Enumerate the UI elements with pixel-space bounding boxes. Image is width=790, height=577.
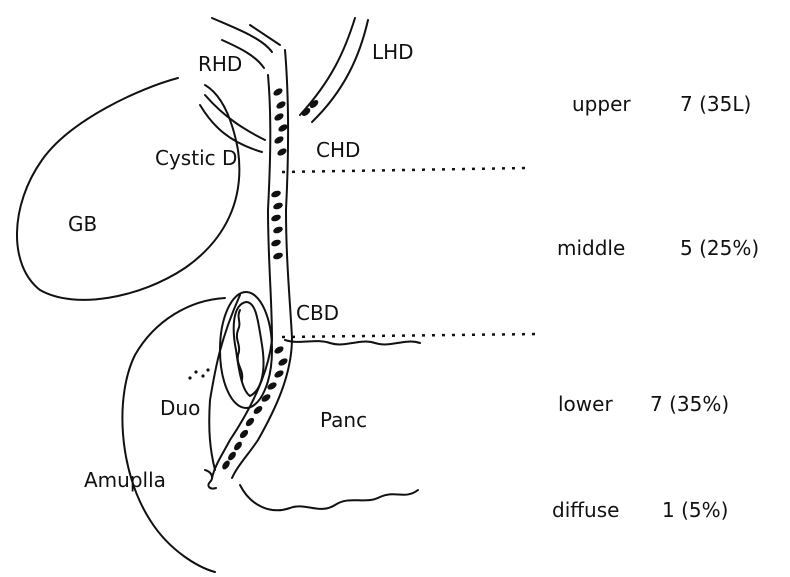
cystic-duct-label: Cystic D: [155, 148, 237, 168]
lesion-mark: [276, 147, 288, 157]
lesion-mark: [275, 100, 287, 110]
lhd-label: LHD: [372, 42, 414, 62]
lesion-mark: [221, 459, 232, 471]
duo-label: Duo: [160, 398, 200, 418]
ampulla-label: Amuplla: [84, 470, 166, 490]
lesion-mark: [226, 450, 237, 462]
lesion-mark: [244, 416, 255, 427]
speckle-mark: [188, 376, 191, 379]
lesion-mark: [270, 213, 281, 222]
diffuse-location-name: diffuse: [552, 500, 619, 520]
lesion-mark: [272, 87, 284, 97]
lower-location-value: 7 (35%): [650, 394, 729, 414]
left-hepatic-duct-inner: [312, 20, 368, 122]
lower-location-name: lower: [558, 394, 613, 414]
lesion-mark: [232, 440, 243, 452]
middle-location-name: middle: [557, 238, 625, 258]
chd-label: CHD: [316, 140, 360, 160]
lesion-mark: [272, 201, 283, 210]
rhd-label: RHD: [198, 54, 242, 74]
cystic-duct-line: [200, 105, 262, 152]
upper-location-value: 7 (35L): [680, 94, 751, 114]
gallbladder-outline: [17, 78, 239, 300]
gb-label: GB: [68, 214, 97, 234]
lesion-mark: [277, 357, 289, 367]
lesion-mark: [238, 428, 249, 439]
speckle-mark: [194, 370, 197, 373]
diffuse-location-value: 1 (5%): [662, 500, 728, 520]
lesion-mark: [270, 238, 281, 247]
cbd-label: CBD: [296, 303, 339, 323]
pancreas-upper-edge: [285, 340, 420, 344]
lesion-mark: [273, 369, 285, 379]
lesion-mark: [273, 345, 285, 355]
middle-location-value: 5 (25%): [680, 238, 759, 258]
speckle-mark: [201, 374, 204, 377]
lesion-mark: [272, 225, 283, 234]
middle-lower-divider: [282, 334, 540, 337]
bile-duct-left-wall: [212, 75, 272, 478]
upper-middle-divider: [282, 168, 528, 172]
upper-location-name: upper: [572, 94, 631, 114]
lesion-mark: [273, 135, 285, 145]
pancreas-lower-edge: [240, 485, 418, 510]
panc-label: Panc: [320, 410, 367, 430]
lesion-mark: [273, 112, 285, 122]
right-hepatic-duct-line: [212, 18, 272, 52]
speckle-mark: [206, 368, 209, 371]
lesion-mark: [272, 251, 283, 260]
left-hepatic-duct-outer: [300, 18, 355, 115]
lesion-mark: [270, 189, 281, 198]
right-hepatic-duct-line-3: [250, 25, 280, 45]
